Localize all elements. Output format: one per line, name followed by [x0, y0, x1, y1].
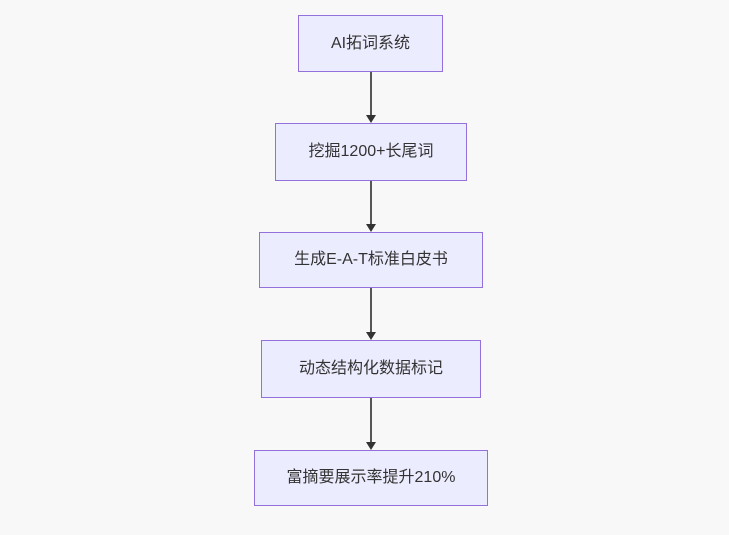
flow-edge-4: [366, 398, 376, 450]
flow-node-1: AI拓词系统: [298, 15, 443, 72]
edge-line: [370, 288, 372, 333]
edge-line: [370, 72, 372, 116]
flow-node-2-label: 挖掘1200+长尾词: [308, 143, 434, 161]
arrowhead-down-icon: [366, 442, 376, 450]
flow-node-1-label: AI拓词系统: [330, 34, 411, 52]
flow-node-2: 挖掘1200+长尾词: [275, 123, 467, 181]
arrowhead-down-icon: [366, 224, 376, 232]
flow-edge-3: [366, 288, 376, 340]
flow-node-5-label: 富摘要展示率提升210%: [286, 469, 456, 487]
flow-node-4-label: 动态结构化数据标记: [298, 360, 443, 378]
flow-node-3-label: 生成E-A-T标准白皮书: [294, 251, 448, 269]
arrowhead-down-icon: [366, 115, 376, 123]
flow-edge-1: [366, 72, 376, 123]
arrowhead-down-icon: [366, 332, 376, 340]
edge-line: [370, 181, 372, 225]
flow-edge-2: [366, 181, 376, 232]
edge-line: [370, 398, 372, 443]
flow-node-5: 富摘要展示率提升210%: [254, 450, 488, 506]
flow-node-4: 动态结构化数据标记: [261, 340, 481, 398]
flow-node-3: 生成E-A-T标准白皮书: [259, 232, 483, 288]
